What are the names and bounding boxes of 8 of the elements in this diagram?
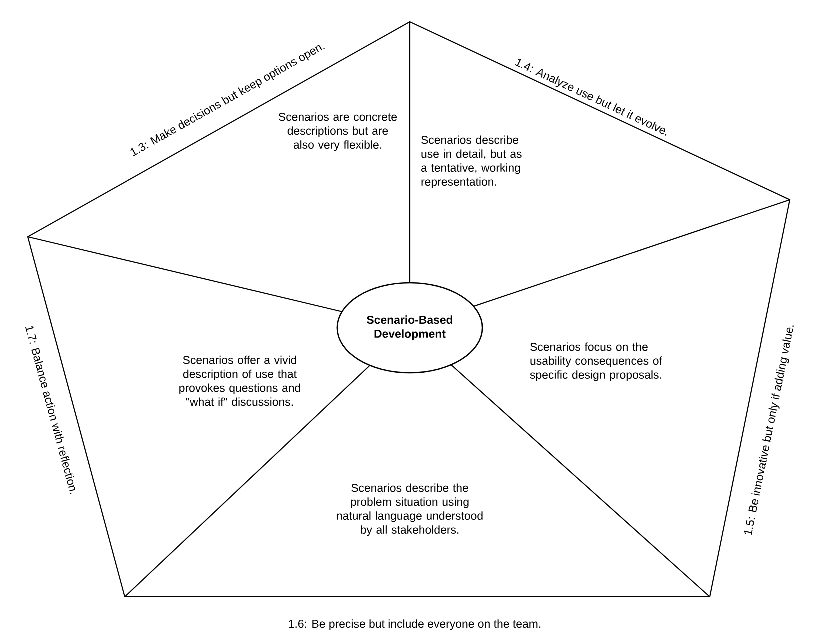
side-label: 1.6: Be precise but include everyone on the team.	[289, 620, 541, 630]
sector-text: Scenarios offer a vivid description of use that provokes questions and "what if" discussions.	[180, 356, 300, 406]
sector-text: Scenarios focus on the usability consequences of specific design proposals.	[530, 342, 662, 382]
side-label: 1.5: Be innovative but only if adding value.	[744, 326, 794, 536]
sector-text: Scenarios describe use in detail, but as a tentative, working representation.	[422, 136, 522, 188]
sector-text: Scenarios are concrete descriptions but are also very flexible.	[278, 112, 398, 152]
side-label: 1.7: Balance action with reflection.	[26, 326, 76, 494]
sector-text: Scenarios describe the problem situation using natural language understood by all stakeholders.	[337, 484, 483, 536]
